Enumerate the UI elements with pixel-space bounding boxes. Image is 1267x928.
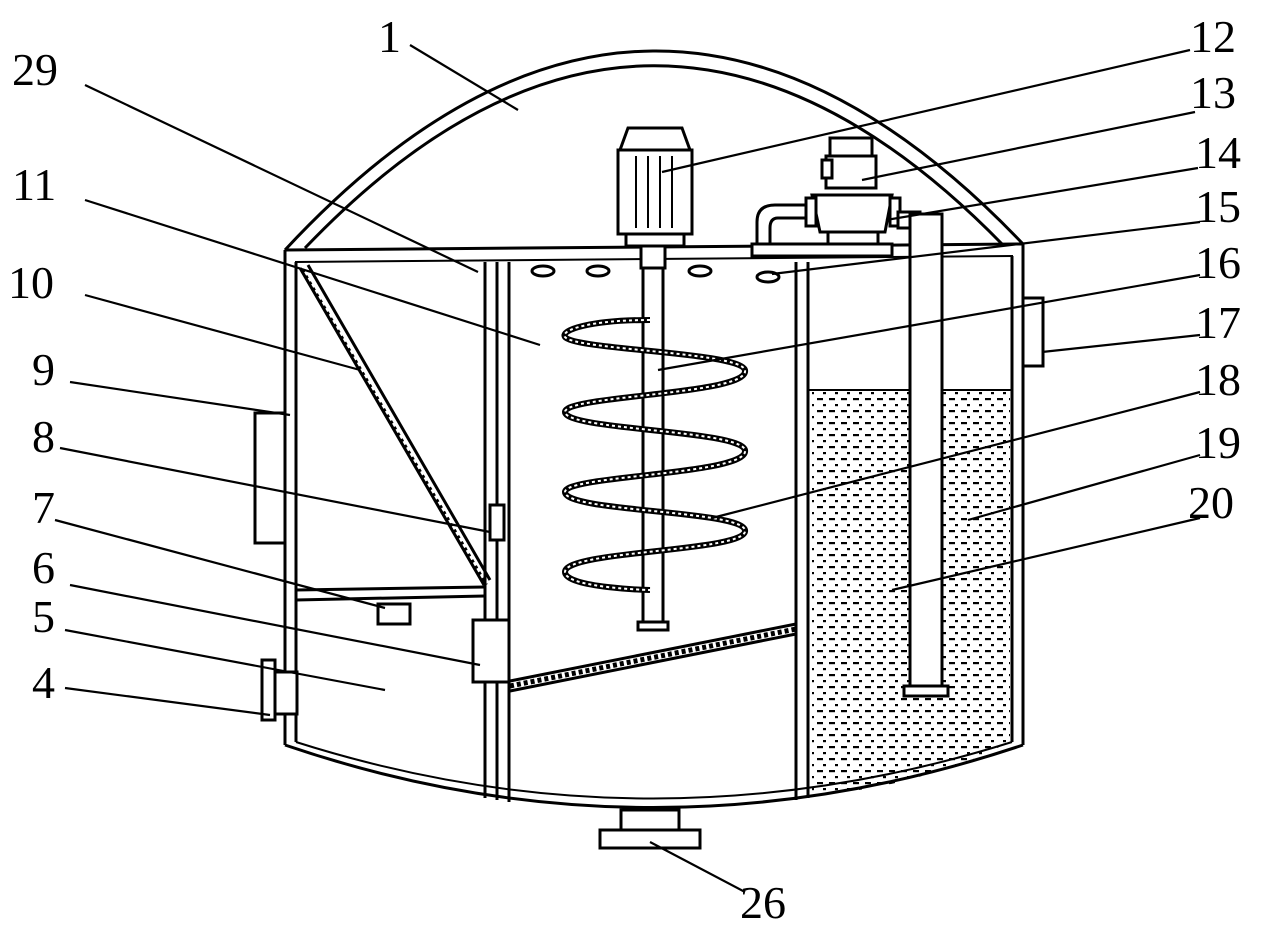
label-4: 4 xyxy=(32,657,55,708)
helical-blade xyxy=(561,317,748,593)
inclined-screen xyxy=(298,264,492,587)
pump xyxy=(804,136,902,246)
leader-lines xyxy=(54,44,1201,893)
label-20: 20 xyxy=(1188,477,1234,528)
label-13: 13 xyxy=(1190,67,1236,118)
label-19: 19 xyxy=(1195,417,1241,468)
pump-inlet-pipe xyxy=(755,203,806,252)
side-port-right xyxy=(1021,296,1045,368)
label-9: 9 xyxy=(32,344,55,395)
label-17: 17 xyxy=(1195,297,1241,348)
label-16: 16 xyxy=(1195,237,1241,288)
label-5: 5 xyxy=(32,591,55,642)
label-26: 26 xyxy=(740,877,786,928)
partition-valves xyxy=(471,503,511,684)
stirring-motor xyxy=(616,126,694,248)
partition-walls xyxy=(483,262,810,802)
mounting-plate xyxy=(750,242,894,258)
label-18: 18 xyxy=(1195,354,1241,405)
outlet-pipe xyxy=(896,210,950,698)
label-12: 12 xyxy=(1190,11,1236,62)
label-1: 1 xyxy=(378,11,401,62)
bottom-plate xyxy=(295,585,486,626)
label-8: 8 xyxy=(32,411,55,462)
label-7: 7 xyxy=(32,482,55,533)
label-29: 29 xyxy=(12,44,58,95)
dome-cover xyxy=(283,49,1025,252)
label-6: 6 xyxy=(32,542,55,593)
side-inlet-left xyxy=(253,411,287,545)
bottom-outlet xyxy=(598,808,702,850)
label-11: 11 xyxy=(12,159,56,210)
inclined-filter xyxy=(509,622,797,693)
stirring-shaft xyxy=(636,244,670,632)
label-14: 14 xyxy=(1195,127,1241,178)
label-15: 15 xyxy=(1195,181,1241,232)
label-10: 10 xyxy=(8,257,54,308)
